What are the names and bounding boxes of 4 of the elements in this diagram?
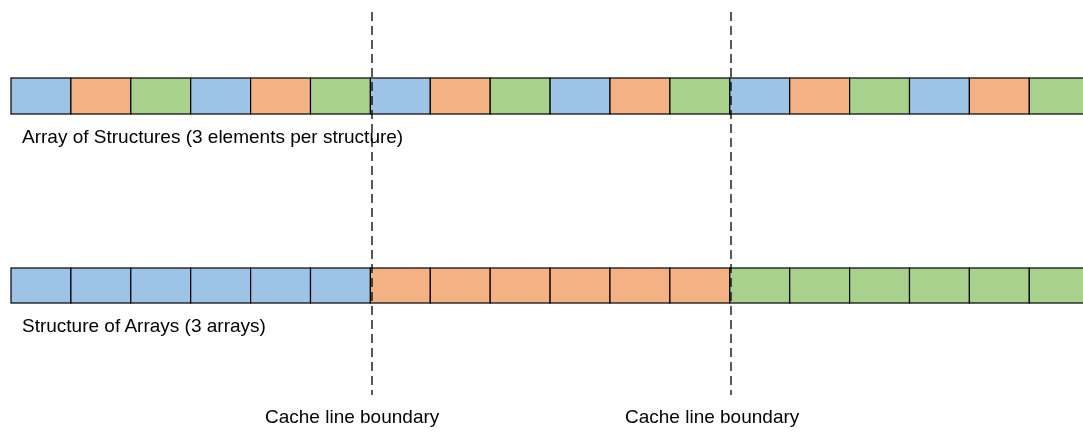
row-caption: Structure of Arrays (3 arrays) [22,315,266,337]
boundary-label: Cache line boundary [625,406,800,428]
row-caption: Array of Structures (3 elements per structure) [22,126,404,148]
boundary-label: Cache line boundary [265,406,440,428]
